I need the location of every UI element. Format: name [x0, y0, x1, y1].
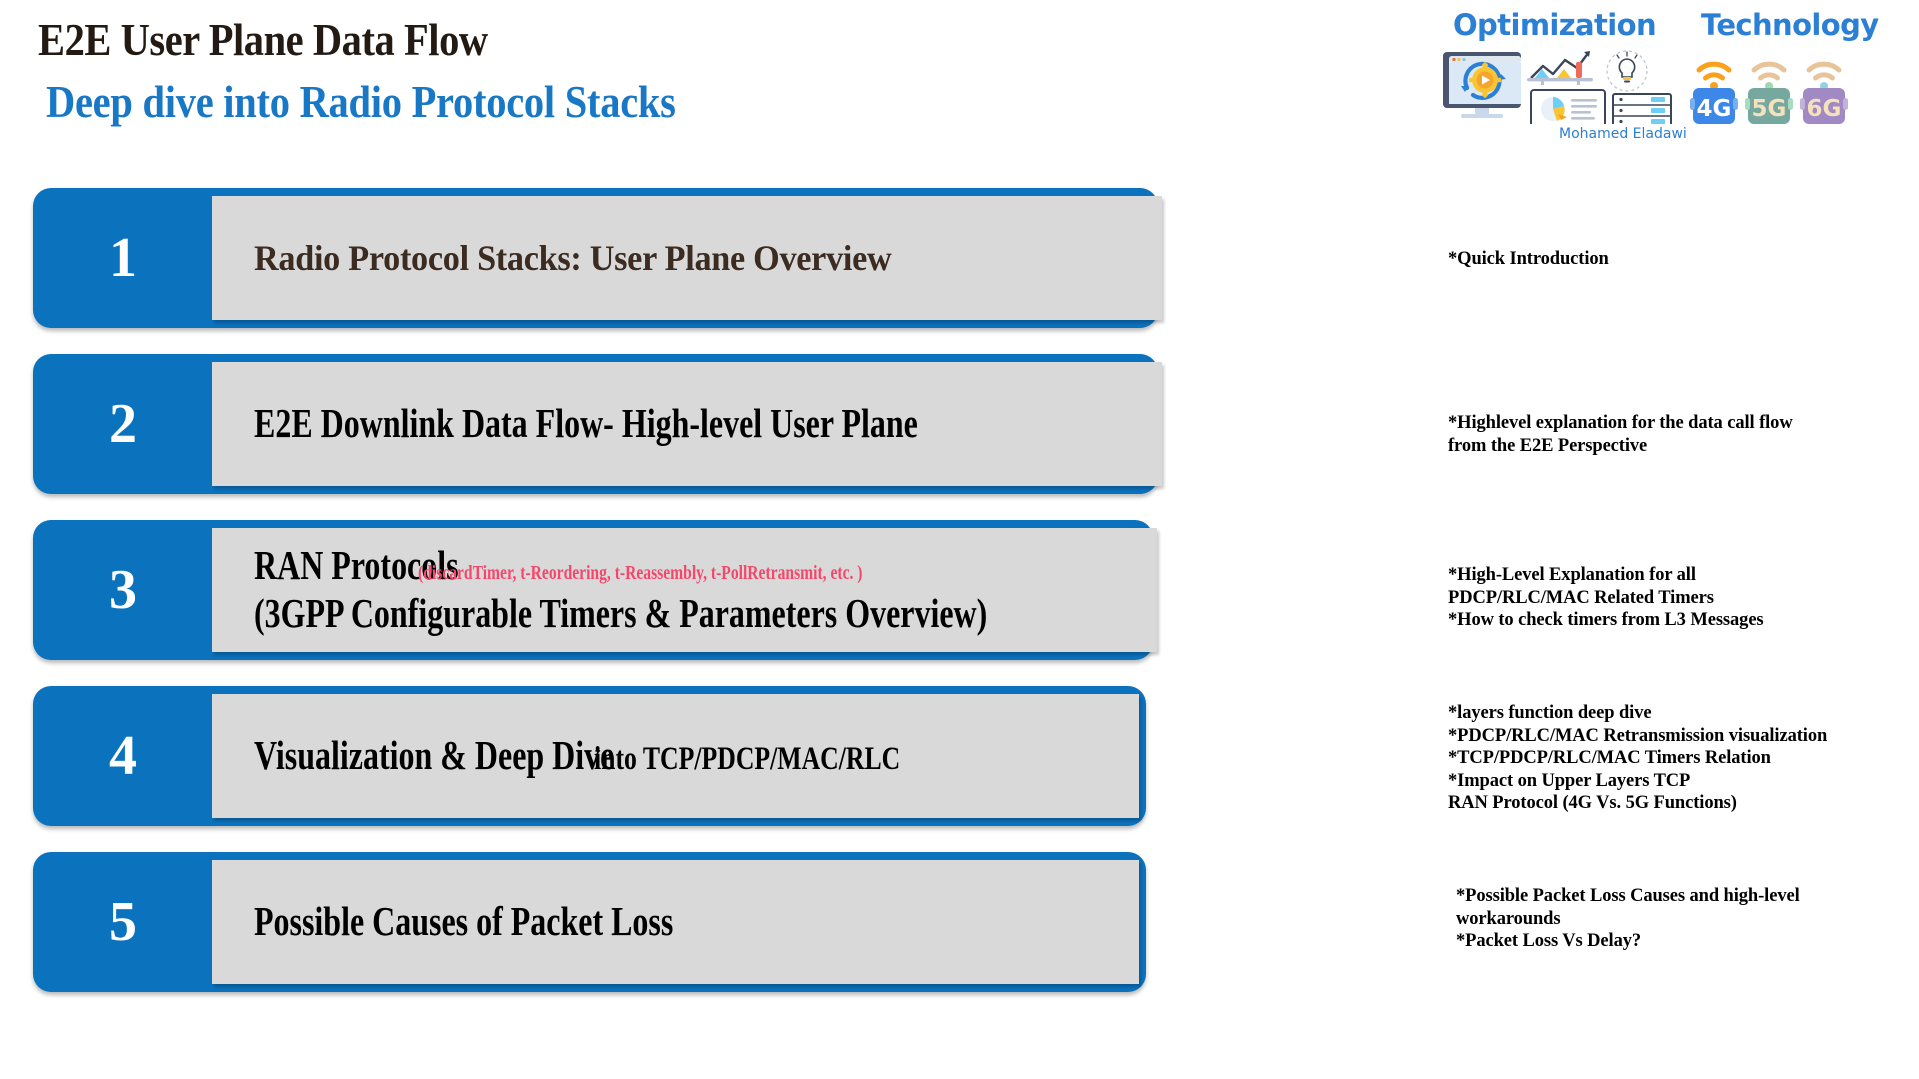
agenda-note-3: *High-Level Explanation for all PDCP/RLC…	[1448, 565, 1764, 631]
agenda-row-4-number: 4	[109, 725, 137, 787]
agenda-list: 1 Radio Protocol Stacks: User Plane Over…	[0, 188, 1919, 1018]
logo-headings: Optimization Technology	[1431, 8, 1911, 46]
agenda-row-3-line-1: RAN Protocols(discardTimer, t-Reordering…	[254, 542, 1194, 589]
agenda-row-4-title-emphasis: Visualization & Deep Dive	[254, 732, 615, 779]
agenda-row-3-title-wrap: RAN Protocols(discardTimer, t-Reordering…	[212, 542, 1214, 637]
agenda-row-2-title-wrap: E2E Downlink Data Flow- High-level User …	[212, 400, 1125, 447]
logo-author-name: Mohamed Eladawi	[1559, 126, 1687, 142]
idea-bulb-icon	[1606, 50, 1648, 92]
badge-5g-icon: 5G	[1745, 61, 1793, 124]
logo-heading-optimization: Optimization	[1453, 8, 1657, 42]
title-subtitle: Deep dive into Radio Protocol Stacks	[46, 77, 676, 128]
agenda-note-4: *layers function deep dive *PDCP/RLC/MAC…	[1448, 703, 1828, 814]
agenda-row-1-title-wrap: Radio Protocol Stacks: User Plane Overvi…	[212, 238, 945, 278]
agenda-row-1[interactable]: 1 Radio Protocol Stacks: User Plane Over…	[0, 188, 1919, 328]
agenda-row-5-title: Possible Causes of Packet Loss	[254, 898, 674, 945]
agenda-row-2-title: E2E Downlink Data Flow- High-level User …	[254, 400, 918, 447]
logo-heading-technology: Technology	[1701, 8, 1879, 42]
agenda-row-3[interactable]: 3 RAN Protocols(discardTimer, t-Reorderi…	[0, 520, 1919, 660]
badge-4g-icon: 4G	[1690, 61, 1738, 124]
agenda-row-3-title-subtitle: (3GPP Configurable Timers & Parameters O…	[254, 590, 988, 636]
agenda-note-5: *Possible Packet Loss Causes and high-le…	[1456, 886, 1800, 952]
agenda-row-1-number: 1	[109, 227, 137, 289]
title-main: E2E User Plane Data Flow	[38, 15, 488, 65]
agenda-row-3-panel: RAN Protocols(discardTimer, t-Reordering…	[212, 528, 1157, 652]
agenda-note-2: *Highlevel explanation for the data call…	[1448, 413, 1793, 456]
agenda-row-2[interactable]: 2 E2E Downlink Data Flow- High-level Use…	[0, 354, 1919, 494]
agenda-row-4-title-rest: into TCP/PDCP/MAC/RLC	[593, 741, 901, 778]
agenda-row-1-panel: Radio Protocol Stacks: User Plane Overvi…	[212, 196, 1162, 320]
svg-text:4G: 4G	[1697, 96, 1732, 122]
dashboard-monitor-icon	[1530, 89, 1606, 142]
monitor-gear-icon	[1443, 52, 1521, 118]
logo-icon-group: 4G 5G	[1431, 46, 1911, 142]
agenda-row-4[interactable]: 4 Visualization & Deep Dive into TCP/PDC…	[0, 686, 1919, 826]
server-rack-icon	[1612, 93, 1672, 139]
logo-illustration-svg: 4G 5G	[1443, 50, 1848, 142]
agenda-row-5[interactable]: 5 Possible Causes of Packet Loss	[0, 852, 1919, 992]
analytics-icons	[1527, 50, 1672, 142]
badge-6g-icon: 6G	[1800, 61, 1848, 124]
line-chart-icon	[1527, 51, 1593, 85]
agenda-note-1: *Quick Introduction	[1448, 249, 1609, 269]
tech-badges: 4G 5G	[1690, 61, 1848, 124]
page-title: E2E User Plane Data Flow Deep dive into …	[38, 14, 1038, 130]
svg-text:6G: 6G	[1807, 96, 1842, 122]
agenda-row-5-panel: Possible Causes of Packet Loss	[212, 860, 1139, 984]
agenda-row-2-panel: E2E Downlink Data Flow- High-level User …	[212, 362, 1162, 486]
agenda-row-3-title-parameters: (discardTimer, t-Reordering, t-Reassembl…	[418, 562, 863, 585]
agenda-row-5-title-wrap: Possible Causes of Packet Loss	[212, 898, 812, 945]
agenda-row-3-title-main: RAN Protocols	[254, 542, 459, 589]
agenda-row-1-title: Radio Protocol Stacks: User Plane Overvi…	[254, 237, 892, 278]
svg-text:5G: 5G	[1752, 96, 1787, 122]
agenda-row-4-panel: Visualization & Deep Dive into TCP/PDCP/…	[212, 694, 1139, 818]
agenda-row-2-number: 2	[109, 393, 137, 455]
branding-logo: Optimization Technology	[1431, 8, 1911, 160]
agenda-row-4-title-wrap: Visualization & Deep Dive into TCP/PDCP/…	[212, 732, 1007, 779]
agenda-row-5-number: 5	[109, 891, 137, 953]
agenda-row-3-line-2: (3GPP Configurable Timers & Parameters O…	[254, 590, 1194, 637]
agenda-row-3-number: 3	[109, 559, 137, 621]
